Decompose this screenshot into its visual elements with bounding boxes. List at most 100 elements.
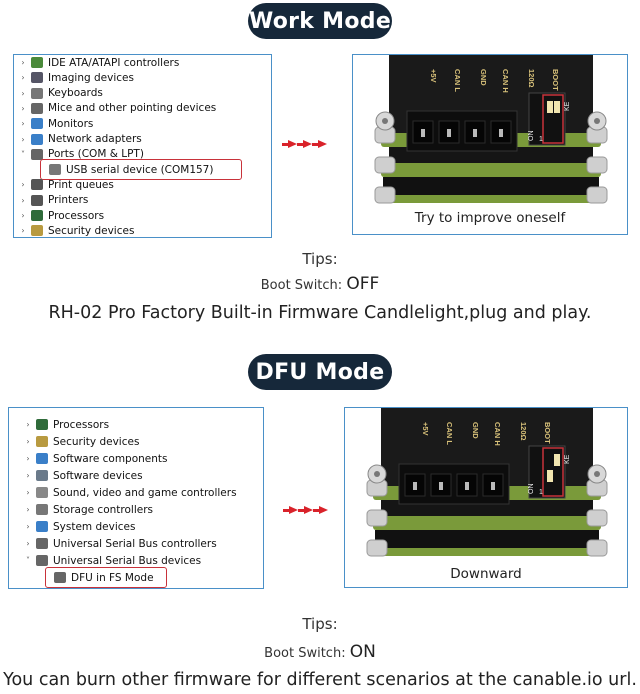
dfu-mode-title: DFU Mode: [248, 354, 392, 390]
chevron-right-icon[interactable]: ›: [26, 488, 30, 497]
silkscreen-label: GND: [479, 69, 488, 86]
terminal-pin: [439, 482, 443, 490]
port-icon: [31, 148, 43, 160]
device-tree-item[interactable]: ›Keyboards: [18, 86, 102, 101]
chevron-right-icon[interactable]: ›: [21, 211, 25, 220]
device-tree-item[interactable]: ›Network adapters: [18, 132, 141, 147]
work-arrow-indicator: [282, 140, 327, 148]
device-tree-item[interactable]: ˅ Universal Serial Bus devices: [23, 553, 201, 568]
work-device-manager-panel: ›IDE ATA/ATAPI controllers›Imaging devic…: [13, 54, 272, 238]
dip-switch-lever: [554, 454, 560, 466]
device-tree-label: Sound, video and game controllers: [53, 486, 237, 499]
storage-icon: [36, 504, 48, 515]
arrow-right-icon: [313, 506, 328, 514]
software-devices-icon: [36, 470, 48, 481]
keyboard-icon: [31, 87, 43, 99]
chevron-right-icon[interactable]: ›: [21, 58, 25, 67]
device-tree-label: DFU in FS Mode: [71, 571, 154, 584]
device-tree-label: Storage controllers: [53, 503, 153, 516]
usb-serial-icon: [49, 164, 61, 176]
silkscreen-label: +5V: [429, 69, 438, 83]
device-tree-item[interactable]: › Storage controllers: [23, 502, 153, 517]
standoff-spacer: [586, 509, 608, 527]
security-icon: [31, 225, 43, 237]
chevron-down-icon[interactable]: ˅: [26, 556, 30, 565]
device-tree-item[interactable]: ›Print queues: [18, 177, 113, 192]
board-underside: [383, 177, 599, 197]
device-tree-item[interactable]: ›IDE ATA/ATAPI controllers: [18, 55, 179, 70]
device-tree-item[interactable]: › Printers: [18, 193, 88, 208]
device-tree-label: Printers: [48, 194, 89, 207]
device-tree-item[interactable]: ›Security devices: [18, 223, 134, 237]
standoff-spacer: [366, 539, 388, 557]
highlight-box: [40, 159, 242, 181]
device-tree-item[interactable]: ›Security devices: [23, 434, 139, 449]
terminal-pin: [491, 482, 495, 490]
pcb-layer-base: [373, 548, 601, 556]
device-tree-label: Universal Serial Bus controllers: [53, 537, 217, 550]
boot-switch-value: ON: [349, 642, 376, 662]
device-tree-item[interactable]: USB serial device (COM157): [36, 162, 213, 177]
arrow-right-icon: [297, 140, 312, 148]
screw-hole: [594, 471, 600, 477]
dip-switch-highlight: [542, 94, 564, 144]
work-tips-title: Tips:: [302, 250, 338, 268]
terminal-pin: [421, 129, 425, 137]
switch-ke-label: KE: [564, 101, 571, 111]
dfu-description: You can burn other firmware for differen…: [3, 670, 637, 690]
chevron-right-icon[interactable]: ›: [21, 73, 25, 83]
speaker-icon: [36, 487, 48, 498]
device-tree-item[interactable]: ›Software components: [23, 451, 167, 466]
chevron-right-icon[interactable]: ›: [21, 88, 25, 98]
device-tree-item[interactable]: ›Imaging devices: [18, 70, 134, 85]
terminal-pin: [473, 129, 477, 137]
device-tree-item[interactable]: ›System devices: [23, 519, 135, 534]
camera-icon: [31, 72, 43, 84]
chevron-right-icon[interactable]: ›: [26, 522, 30, 531]
standoff-spacer: [366, 509, 388, 527]
device-tree-item[interactable]: ›Mice and other pointing devices: [18, 101, 216, 116]
device-tree-item[interactable]: ›Processors: [18, 208, 104, 223]
device-tree-item[interactable]: ›Software devices: [23, 468, 142, 483]
chevron-right-icon[interactable]: ›: [26, 471, 30, 480]
chevron-right-icon[interactable]: ›: [26, 539, 30, 548]
dfu-boot-switch-line: Boot Switch: ON: [0, 642, 640, 662]
chevron-down-icon[interactable]: ˅: [21, 149, 25, 159]
device-tree-item[interactable]: › Universal Serial Bus controllers: [23, 536, 217, 551]
device-tree-label: Universal Serial Bus devices: [53, 554, 202, 567]
dip-switch-lever: [547, 101, 553, 113]
chevron-right-icon[interactable]: ›: [21, 134, 25, 144]
chevron-right-icon[interactable]: ›: [21, 180, 25, 190]
chevron-right-icon[interactable]: ›: [26, 420, 30, 429]
standoff-spacer: [586, 186, 608, 204]
work-description: RH-02 Pro Factory Built-in Firmware Cand…: [48, 303, 592, 323]
device-tree-label: USB serial device (COM157): [66, 163, 214, 176]
board-underside: [375, 530, 599, 550]
boot-switch-label: Boot Switch:: [260, 278, 343, 293]
chevron-right-icon[interactable]: ›: [26, 505, 30, 514]
terminal-pin: [499, 129, 503, 137]
boot-switch-value: OFF: [346, 274, 380, 294]
switch-one-label: 1: [539, 136, 543, 143]
monitor-icon: [31, 118, 43, 130]
silkscreen-label: +5V: [421, 422, 430, 436]
device-tree-item[interactable]: DFU in FS Mode: [41, 570, 154, 585]
standoff-spacer: [586, 539, 608, 557]
switch-on-label: ON: [528, 131, 535, 142]
standoff-spacer: [586, 156, 608, 174]
device-tree-item[interactable]: ˅Ports (COM & LPT): [18, 147, 144, 162]
chevron-right-icon[interactable]: ›: [21, 119, 25, 129]
chevron-right-icon[interactable]: ›: [26, 454, 30, 463]
silkscreen-label: 120Ω: [527, 69, 536, 88]
dfu-arrow-indicator: [283, 506, 328, 514]
chevron-right-icon[interactable]: ›: [21, 103, 25, 113]
usb-device-icon: [54, 572, 66, 583]
device-tree-item[interactable]: › Sound, video and game controllers: [23, 485, 237, 500]
usb-controller-icon: [36, 555, 48, 566]
mouse-icon: [31, 102, 43, 114]
chevron-right-icon[interactable]: ›: [21, 226, 25, 236]
chevron-right-icon[interactable]: ›: [21, 195, 25, 205]
device-tree-item[interactable]: ›Monitors: [18, 116, 93, 131]
device-tree-item[interactable]: ›Processors: [23, 417, 109, 432]
chevron-right-icon[interactable]: ›: [26, 437, 30, 446]
